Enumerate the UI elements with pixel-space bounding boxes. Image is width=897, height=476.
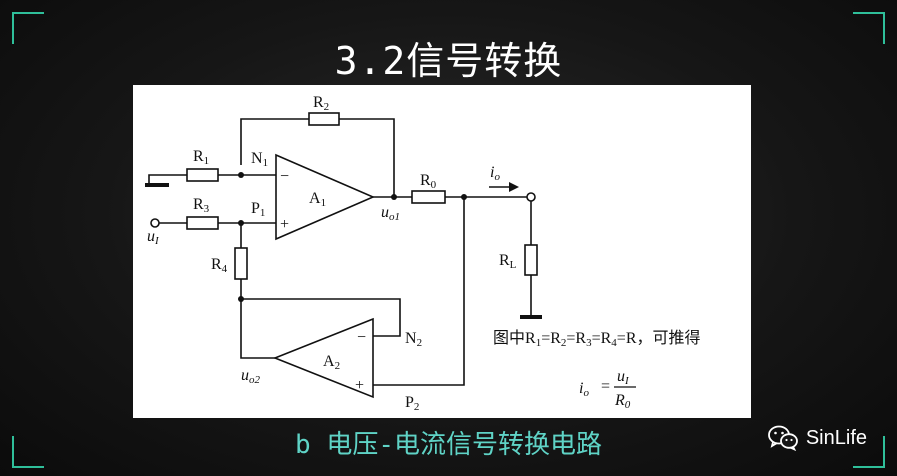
opamp-a1 xyxy=(275,153,376,241)
label-a2: A2 xyxy=(323,353,340,372)
junction-n1 xyxy=(238,172,244,178)
resistor-r0 xyxy=(411,190,446,204)
resistor-rl xyxy=(524,244,538,276)
junction-p1 xyxy=(238,220,244,226)
slide-title: 3.2信号转换 xyxy=(334,39,563,83)
resistor-r2 xyxy=(308,112,340,126)
output-current-formula: io = uI R0 xyxy=(579,368,636,411)
corner-bracket-top-left xyxy=(12,12,44,44)
label-n1: N1 xyxy=(251,150,268,169)
label-r3: R3 xyxy=(193,196,210,215)
label-a2-minus: − xyxy=(357,329,366,346)
wire-r4-a2out xyxy=(240,279,275,359)
corner-bracket-top-right xyxy=(853,12,885,44)
wire-ground-r1 xyxy=(148,174,187,185)
brand-watermark: SinLife xyxy=(767,425,867,451)
resistor-r1 xyxy=(186,168,219,182)
label-r0: R0 xyxy=(420,172,437,191)
label-io: io xyxy=(490,164,500,183)
junction-uo1 xyxy=(391,194,397,200)
formula-equals: = xyxy=(601,378,610,395)
formula-numerator: uI xyxy=(617,368,630,387)
label-n2: N2 xyxy=(405,330,422,349)
circuit-diagram-panel: R2 R1 N1 − + A1 R0 io uo1 R3 P1 uI R4 RL… xyxy=(133,85,751,418)
resistor-r4 xyxy=(234,247,248,280)
input-terminal xyxy=(150,218,160,228)
junction-r4-feedback xyxy=(238,296,244,302)
wechat-icon xyxy=(767,425,798,451)
resistor-equality-note: 图中R1=R2=R3=R4=R，可推得 xyxy=(493,329,701,349)
label-a2-plus: + xyxy=(355,377,364,394)
wire-r2-left xyxy=(240,118,309,165)
label-a1-minus: − xyxy=(280,168,289,185)
label-r2: R2 xyxy=(313,94,329,113)
circuit-diagram: R2 R1 N1 − + A1 R0 io uo1 R3 P1 uI R4 RL… xyxy=(145,94,701,413)
formula-lhs: io xyxy=(579,380,589,399)
label-p1: P1 xyxy=(251,200,265,219)
label-p2: P2 xyxy=(405,394,419,413)
label-a1: A1 xyxy=(309,190,326,209)
label-uo2: uo2 xyxy=(241,367,261,386)
wire-p2-output xyxy=(373,197,465,386)
wire-n2-feedback xyxy=(241,298,401,337)
resistor-r3 xyxy=(186,216,219,230)
wire-r2-right xyxy=(339,118,395,197)
label-rl: RL xyxy=(499,252,517,271)
junction-output xyxy=(461,194,467,200)
diagram-caption: b 电压-电流信号转换电路 xyxy=(295,430,602,460)
label-ui: uI xyxy=(147,228,160,247)
corner-bracket-bottom-left xyxy=(12,436,44,468)
label-uo1: uo1 xyxy=(381,204,400,223)
output-terminal xyxy=(526,192,536,202)
brand-name: SinLife xyxy=(805,426,867,449)
current-arrow-head xyxy=(509,182,519,192)
label-r1: R1 xyxy=(193,148,209,167)
opamp-a2 xyxy=(272,317,374,399)
formula-denominator: R0 xyxy=(614,392,631,411)
corner-bracket-bottom-right xyxy=(853,436,885,468)
label-a1-plus: + xyxy=(280,216,289,233)
label-r4: R4 xyxy=(211,256,228,275)
